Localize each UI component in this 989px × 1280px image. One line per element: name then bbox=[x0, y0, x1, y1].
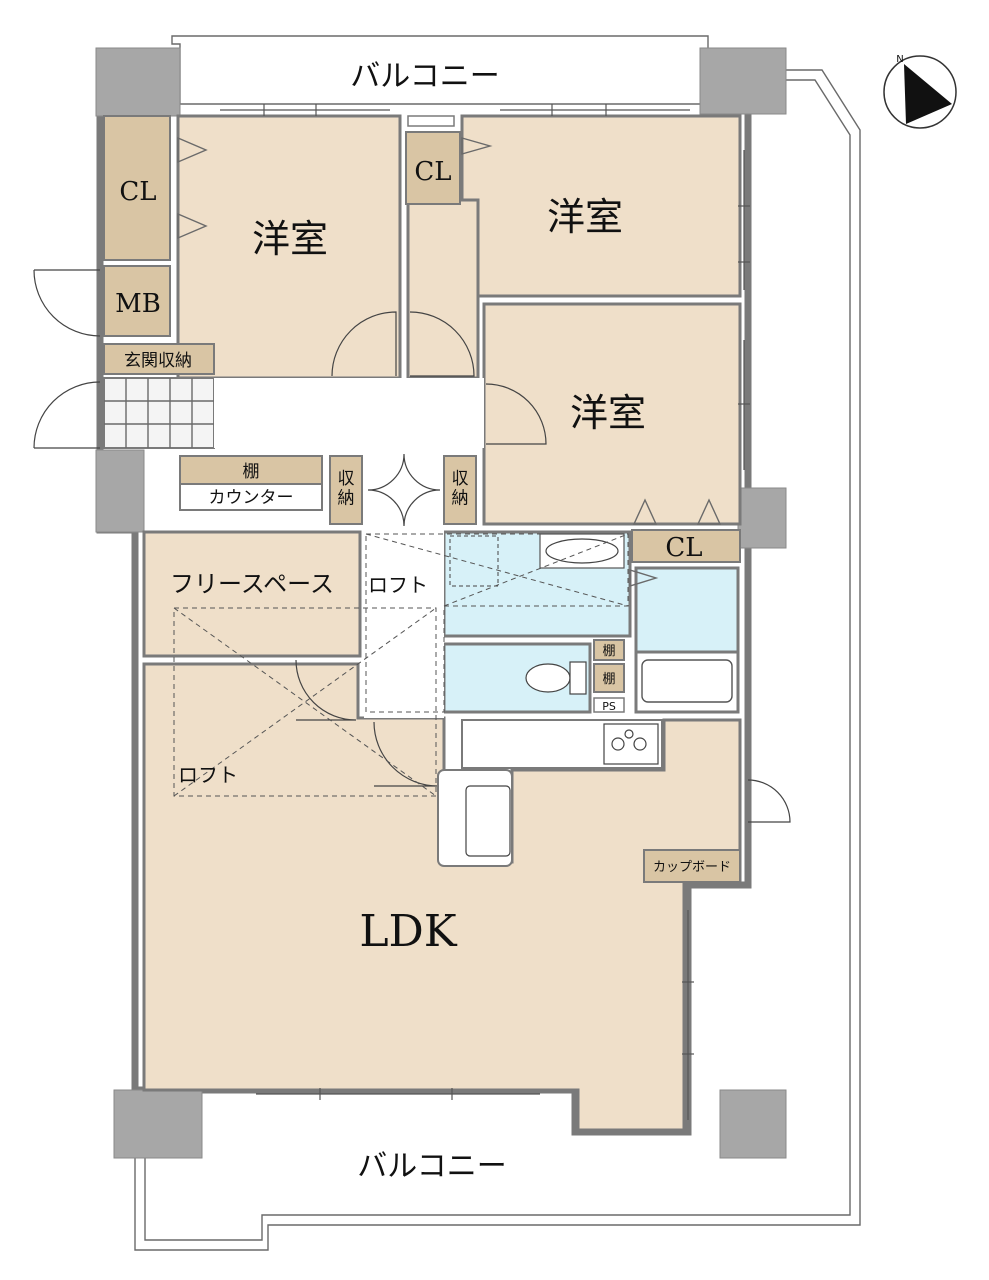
shelf-wc-1-label: 棚 bbox=[602, 644, 615, 659]
balcony-top: バルコニー bbox=[171, 35, 709, 105]
shelf-wc-2-label: 棚 bbox=[602, 672, 615, 687]
balcony-bottom-label: バルコニー bbox=[357, 1149, 506, 1184]
balcony-top-label: バルコニー bbox=[350, 59, 499, 94]
windows bbox=[220, 104, 750, 1120]
washer-pan-icon bbox=[449, 535, 499, 587]
room-western-b-label: 洋室 bbox=[547, 195, 623, 239]
closet-door-c2 bbox=[696, 498, 722, 525]
corridor bbox=[214, 378, 484, 448]
free-space-door[interactable] bbox=[295, 659, 357, 721]
sink-bowl-icon bbox=[545, 538, 619, 564]
shelf-wc-2 bbox=[593, 663, 625, 693]
pillar-se bbox=[719, 1089, 787, 1159]
closet-c bbox=[631, 529, 741, 563]
free-space-label: フリースペース bbox=[170, 570, 334, 598]
meter-box-label: MB bbox=[115, 289, 161, 319]
room-c-door[interactable] bbox=[485, 383, 547, 445]
room-a-door[interactable] bbox=[331, 311, 397, 377]
closet-c-label: CL bbox=[665, 533, 702, 563]
pillar-sw bbox=[113, 1089, 203, 1159]
room-western-c-label: 洋室 bbox=[570, 391, 646, 435]
pipe-space bbox=[593, 697, 625, 713]
double-door-icon bbox=[367, 453, 441, 527]
loft-upper-label: ロフト bbox=[368, 573, 428, 597]
pipe-space-label: PS bbox=[602, 700, 616, 713]
room-western-a-label: 洋室 bbox=[252, 217, 328, 261]
pillar-e bbox=[737, 487, 787, 549]
entry-door-2[interactable] bbox=[33, 381, 101, 449]
pillar-w bbox=[95, 449, 145, 533]
cupboard-label: カップボード bbox=[653, 860, 731, 875]
closet-a-label: CL bbox=[119, 177, 156, 207]
ldk-label: LDK bbox=[359, 906, 457, 957]
stove-icon bbox=[603, 723, 659, 765]
toilet-icon bbox=[525, 661, 587, 695]
closet-door-c1 bbox=[632, 498, 658, 525]
counter-label: カウンター bbox=[209, 488, 294, 508]
entrance-floor bbox=[103, 377, 215, 449]
entry-door-1[interactable] bbox=[33, 269, 101, 337]
shelf-top-label: 棚 bbox=[243, 462, 260, 482]
closet-door-a2 bbox=[177, 212, 208, 240]
pillar-nw bbox=[95, 47, 181, 117]
storage-2 bbox=[443, 455, 477, 525]
bathtub-icon bbox=[641, 659, 733, 703]
svg-text:N: N bbox=[896, 54, 903, 65]
shelf-wc-1 bbox=[593, 639, 625, 661]
shelf-top bbox=[179, 455, 323, 485]
cupboard bbox=[643, 849, 741, 883]
loft-upper bbox=[365, 533, 629, 713]
room-western-c bbox=[482, 302, 742, 526]
balcony-bottom: バルコニー bbox=[134, 69, 861, 1251]
meter-box bbox=[103, 265, 171, 337]
loft-lower-label: ロフト bbox=[178, 763, 238, 787]
closet-door-b bbox=[461, 137, 493, 155]
north-arrow-icon: N bbox=[883, 54, 957, 129]
pillar-ne bbox=[699, 47, 787, 115]
closet-b bbox=[405, 131, 461, 205]
bath-door-icon bbox=[629, 569, 659, 587]
loft-lower bbox=[173, 607, 437, 797]
closet-door-a1 bbox=[177, 136, 208, 164]
entrance-storage-label: 玄関収納 bbox=[124, 351, 192, 371]
ldk-side-door[interactable] bbox=[747, 779, 791, 823]
closet-a bbox=[103, 115, 171, 261]
storage-1-label: 収納 bbox=[338, 469, 355, 509]
kitchen-sink-icon bbox=[465, 785, 511, 857]
hallway bbox=[364, 530, 444, 718]
room-western-b-annex bbox=[406, 198, 480, 380]
room-western-b bbox=[460, 114, 742, 298]
counter bbox=[179, 483, 323, 511]
storage-1 bbox=[329, 455, 363, 525]
bathroom-upper bbox=[634, 566, 740, 654]
entrance-storage bbox=[103, 343, 215, 375]
storage-2-label: 収納 bbox=[452, 469, 469, 509]
free-space bbox=[142, 530, 362, 658]
room-b-door[interactable] bbox=[409, 311, 475, 377]
ldk-door[interactable] bbox=[373, 721, 439, 787]
closet-b-label: CL bbox=[414, 157, 451, 187]
